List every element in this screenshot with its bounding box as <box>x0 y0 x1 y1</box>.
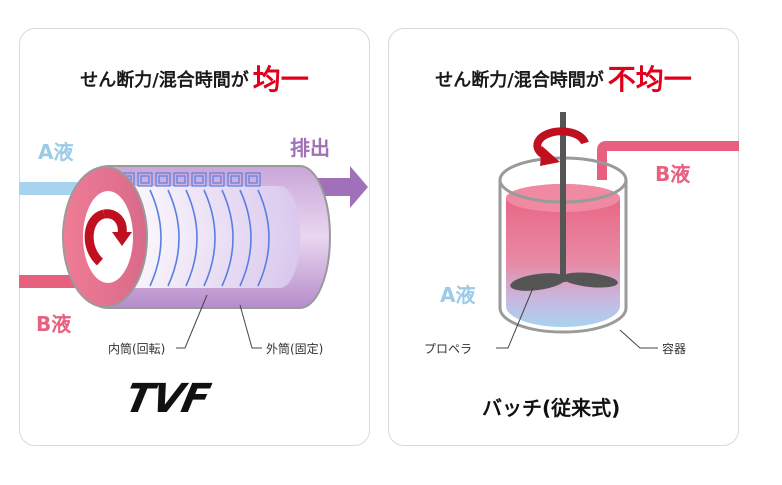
vortex-cells <box>119 172 261 187</box>
inner-cylinder-leader <box>176 294 208 349</box>
tvf-diagram <box>19 165 368 349</box>
batch-diagram <box>496 112 739 349</box>
vessel-label: 容器 <box>662 342 687 356</box>
rotation-arrow-icon <box>84 209 132 266</box>
discharge-label: 排出 <box>290 136 330 160</box>
outer-cylinder-leader <box>239 304 262 349</box>
batch-heading-emphasis: 不均一 <box>607 63 692 96</box>
batch-heading-text: せん断力/混合時間が <box>435 70 604 91</box>
batch-liquid-b-label: B液 <box>655 162 691 186</box>
taylor-vortices <box>149 189 270 287</box>
propeller-blade-right <box>562 272 618 288</box>
tvf-liquid-b-label: B液 <box>36 312 72 336</box>
outer-cylinder-label: 外筒(固定) <box>266 342 324 356</box>
liquid-b-feed-pipe <box>597 141 739 198</box>
batch-caption: バッチ(従来式) <box>482 396 621 420</box>
vessel-leader <box>619 329 658 349</box>
tvf-heading: せん断力/混合時間が均一 <box>19 58 370 98</box>
batch-heading: せん断力/混合時間が不均一 <box>388 58 739 98</box>
propeller-blade-left <box>510 273 566 291</box>
stirrer-rotation-icon <box>533 127 589 166</box>
tvf-heading-emphasis: 均一 <box>252 63 309 96</box>
discharge-arrow-icon <box>350 166 368 208</box>
tvf-logo: TVF <box>121 376 214 422</box>
inner-cylinder-label: 内筒(回転) <box>108 342 166 356</box>
stirrer-shaft <box>560 112 566 282</box>
propeller-leader <box>496 287 534 349</box>
tvf-heading-text: せん断力/混合時間が <box>80 70 249 91</box>
tvf-liquid-a-label: A液 <box>38 140 74 164</box>
propeller-label: プロペラ <box>424 342 473 356</box>
batch-liquid-a-label: A液 <box>440 283 476 307</box>
